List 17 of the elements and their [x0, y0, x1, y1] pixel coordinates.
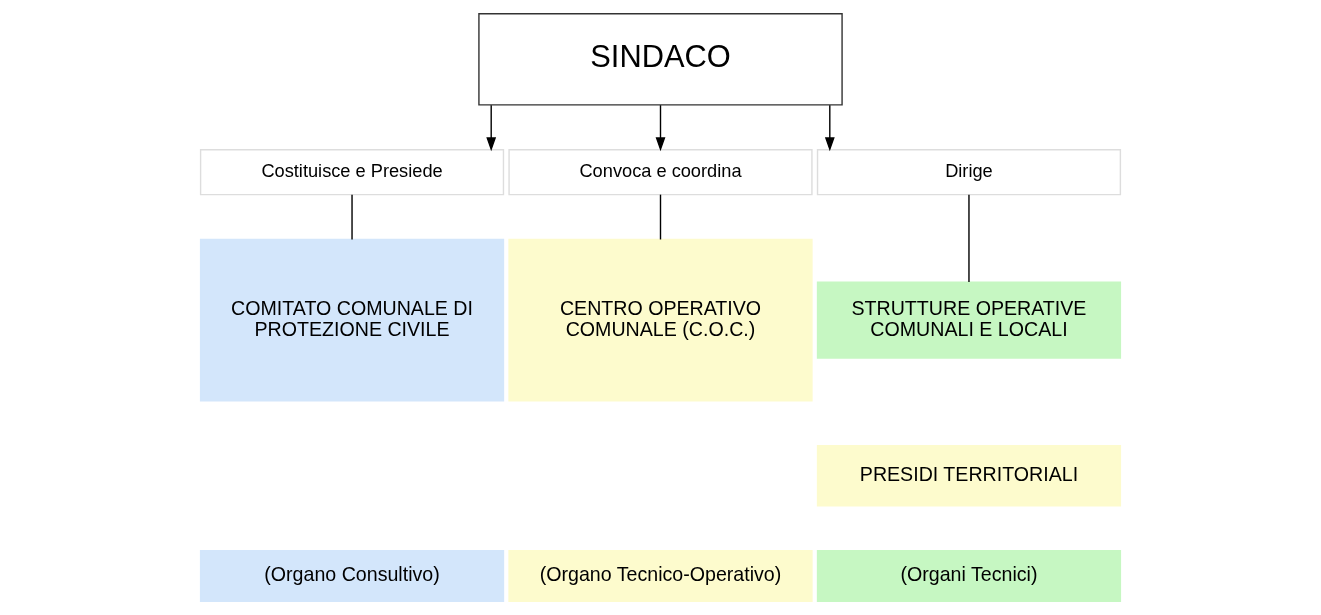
node-box: CENTRO OPERATIVO COMUNALE (C.O.C.): [508, 238, 813, 402]
node-box: (Organo Tecnico-Operativo): [508, 550, 813, 602]
connector: [351, 193, 353, 241]
arrow: [486, 104, 497, 152]
arrow: [824, 104, 835, 152]
node-box: PRESIDI TERRITORIALI: [816, 444, 1122, 507]
node-box: COMITATO COMUNALE DI PROTEZIONE CIVILE: [199, 238, 505, 402]
node-box: (Organi Tecnici): [816, 550, 1122, 602]
arrow: [655, 104, 666, 152]
node-box: Costituisce e Presiede: [199, 149, 505, 196]
connector: [659, 193, 662, 241]
connector: [968, 193, 970, 283]
node-box: Convoca e coordina: [508, 149, 813, 196]
node-box: Dirige: [816, 149, 1122, 196]
node-box: SINDACO: [478, 13, 843, 106]
node-box: (Organo Consultivo): [199, 550, 505, 602]
node-box: STRUTTURE OPERATIVE COMUNALI E LOCALI: [816, 281, 1122, 359]
